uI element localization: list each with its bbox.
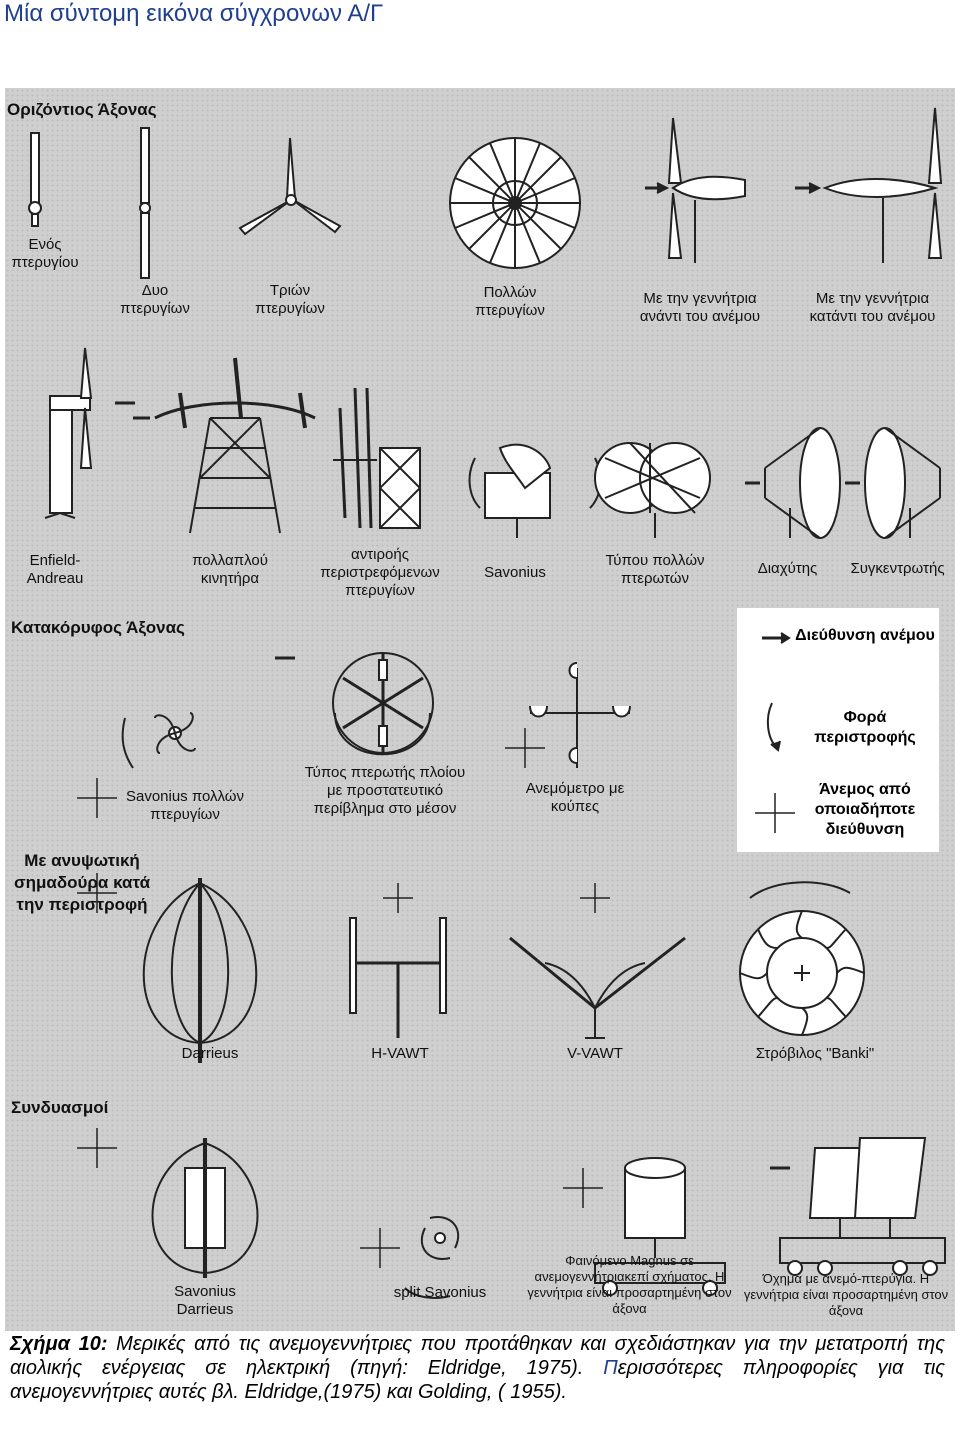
label-split-savonius: split Savonius <box>393 1284 487 1301</box>
label-concentrator: Συγκεντρωτής <box>850 560 945 577</box>
darrieus-turbine-icon <box>77 873 258 1063</box>
legend-wind-direction: Διεύθυνση ανέμου <box>795 627 935 644</box>
legend-rotation: Φορά περιστροφής <box>814 709 916 746</box>
magnus-vehicle-icon <box>563 1157 726 1296</box>
label-ship-wheel: Τύπος πτερωτής πλοίου με προστατευτικό π… <box>304 764 466 817</box>
split-savonius-icon <box>360 1216 460 1299</box>
ship-wheel-turbine-icon <box>275 652 434 756</box>
label-cup-anemometer: Ανεμόμετρο με κούπες <box>525 780 625 815</box>
wind-turbines-figure: Οριζόντιος Άξονας Κατακόρυφος Άξονας Συν… <box>5 88 955 1331</box>
label-enfield-andreau: Enfield-Andreau <box>26 552 84 587</box>
page-title: Μία σύντομη εικόνα σύγχρονων Α/Γ <box>4 0 384 27</box>
three-blade-turbine-icon <box>238 137 342 236</box>
label-three-blade: Τριών πτερυγίων <box>255 282 325 317</box>
label-multi-rotor-type: Τύπου πολλών πτερωτών <box>605 552 705 587</box>
multi-rotor-type-icon <box>594 442 711 538</box>
label-magnus-vehicle: Φαινόμενο Magnus σε ανεμογεννήτριακεπί σ… <box>527 1253 732 1316</box>
label-sail-vehicle: Όχημα με ανεμό-πτερύγια. Η γεννήτρια είν… <box>743 1271 949 1318</box>
label-multi-rotor: πολλαπλού κινητήρα <box>192 552 268 587</box>
label-multi-blade-savonius: Savonius πολλών πτερυγίων <box>125 788 245 823</box>
multi-rotor-tower-icon <box>133 357 316 534</box>
h-vawt-icon <box>349 883 447 1038</box>
label-multi-blade: Πολλών πτερυγίων <box>475 284 545 319</box>
caption-line1: Μερικές από τις ανεμογεννήτριες που προτ… <box>10 1333 945 1379</box>
section-horizontal-axis: Οριζόντιος Άξονας <box>7 100 157 119</box>
label-darrieus: Darrieus <box>181 1045 239 1062</box>
label-banki: Στρόβιλος "Banki" <box>755 1045 875 1062</box>
legend-icons <box>755 632 795 833</box>
legend-any-direction: Άνεμος από οποιαδήποτε διεύθυνση <box>814 781 916 838</box>
counter-rotating-blades-icon <box>333 387 421 529</box>
label-h-vawt: H-VAWT <box>371 1045 429 1062</box>
label-savonius: Savonius <box>484 564 546 581</box>
multi-blade-savonius-icon <box>77 712 196 818</box>
section-combined: Συνδυασμοί <box>11 1098 109 1117</box>
legend-box: Διεύθυνση ανέμου Φορά περιστροφής Άνεμος… <box>737 608 939 852</box>
caption-first-letter: Π <box>603 1357 618 1379</box>
lift-label: Με ανυψωτική σημαδούρα κατά την περιστρο… <box>13 851 151 914</box>
label-one-blade: Ενός πτερυγίου <box>11 236 79 271</box>
banki-turbine-icon <box>739 881 865 1036</box>
label-downwind: Με την γεννήτρια κατάντι του ανέμου <box>809 290 936 325</box>
section-vertical-axis: Κατακόρυφος Άξονας <box>11 618 185 637</box>
diffuser-turbine-icon <box>745 427 841 539</box>
arrow-head-icon <box>780 632 791 644</box>
savonius-rotor-icon <box>468 443 602 538</box>
rotation-arrow-icon <box>766 702 778 749</box>
enfield-andreau-turbine-icon <box>44 347 135 519</box>
sail-vehicle-icon <box>770 1137 946 1276</box>
figure-caption: Σχήμα 10: Μερικές από τις ανεμογεννήτριε… <box>10 1332 945 1404</box>
caption-label: Σχήμα 10: <box>10 1333 108 1355</box>
downwind-generator-turbine-icon <box>795 107 943 263</box>
any-direction-icon <box>755 793 795 833</box>
upwind-generator-turbine-icon <box>645 117 746 263</box>
label-v-vawt: V-VAWT <box>567 1045 623 1062</box>
concentrator-turbine-icon <box>845 427 941 539</box>
label-diffuser: Διαχύτης <box>757 560 818 577</box>
label-counter-rotating: αντιροής περιστρεφόμενων πτερυγίων <box>320 546 440 599</box>
label-two-blade: Δυο πτερυγίων <box>120 282 190 317</box>
v-vawt-icon <box>509 883 686 1039</box>
two-blade-turbine-icon <box>139 127 151 279</box>
cup-anemometer-icon <box>505 662 631 768</box>
figure-drawings <box>28 107 946 1299</box>
multi-blade-turbine-icon <box>449 137 581 269</box>
one-blade-turbine-icon <box>28 132 42 227</box>
savonius-darrieus-icon <box>77 1128 259 1278</box>
caption-line2: ερισσότερες πληροφορίες για τις ανεμογεν… <box>10 1357 945 1403</box>
label-savonius-darrieus: Savonius Darrieus <box>174 1283 236 1318</box>
label-upwind: Με την γεννήτρια ανάντι του ανέμου <box>639 290 761 325</box>
